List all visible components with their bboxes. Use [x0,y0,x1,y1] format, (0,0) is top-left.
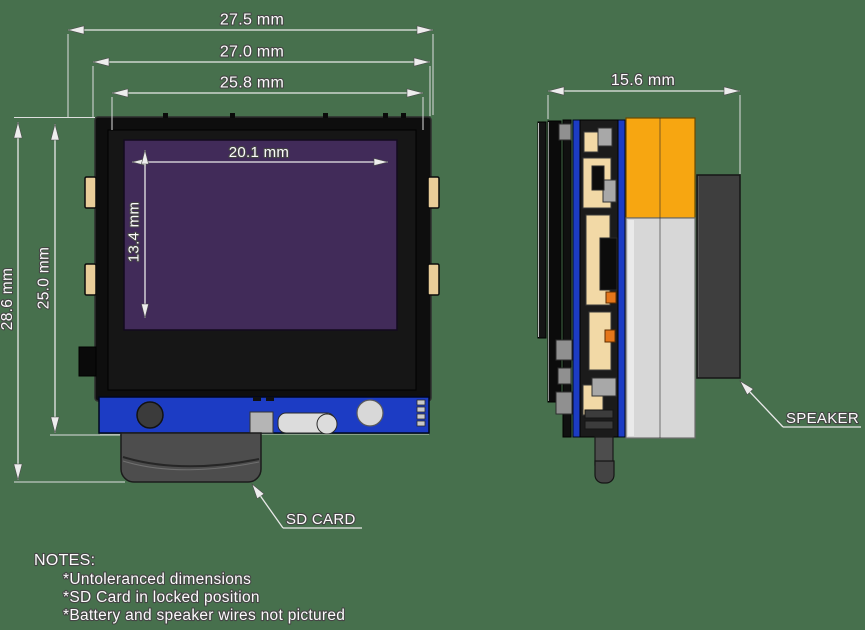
leader-arrow-icon [251,483,265,500]
arrow-right-icon [406,88,425,98]
dim-label-depth: 15.6 mm [611,72,675,89]
dim-label-screen-height: 13.4 mm [126,202,143,262]
sd-card-front [120,432,262,483]
speaker-block [696,174,741,379]
side-button-left-bottom [84,263,97,296]
arrow-right-icon [416,25,435,35]
side-connector-bump [558,123,572,141]
frame-slab [562,119,572,438]
arrow-left-icon [110,88,129,98]
top-tick [230,113,235,118]
dimension-height-outer: 28.6 mm [0,117,125,483]
screen [123,139,398,331]
pcb-tick [266,397,274,401]
components-zone [579,119,619,438]
arrow-left-icon [66,25,85,35]
component-orange [604,329,616,343]
arrow-right-icon [723,86,742,96]
pcb-cutout-bump [316,413,338,435]
dim-label-width-bezel: 25.8 mm [220,75,284,92]
dim-label-width-outer: 27.5 mm [220,12,284,29]
pcb-connector [249,411,274,434]
power-switch-tab [78,346,97,377]
arrow-up-icon [13,120,23,139]
sd-card-ridge [122,456,260,468]
sd-card-label: SD CARD [286,511,356,528]
dimension-screen-height: 13.4 mm [124,149,149,319]
mounting-hole-light [356,399,384,427]
component-connector-row [584,420,614,430]
side-button-right-bottom [427,263,440,296]
arrow-left-icon [91,57,110,67]
top-tick [323,113,328,118]
dim-label-height-body: 25.0 mm [36,247,53,309]
note-item: *Untoleranced dimensions [63,571,251,588]
mounting-hole-dark [136,401,164,429]
dim-label-screen-width: 20.1 mm [229,144,289,161]
side-connector-bump [555,391,573,415]
top-tick [163,113,168,118]
speaker-callout: SPEAKER [739,380,861,428]
contact-pad [416,413,426,420]
dimension-depth: 15.6 mm [546,71,742,174]
dimension-width-outer: 27.5 mm [66,10,435,117]
arrow-down-icon [50,416,60,435]
component-gray [591,377,617,397]
contact-pad [416,420,426,427]
arrow-down-icon [13,463,23,482]
side-view [537,117,741,484]
component-gray [597,127,613,147]
arrow-down-icon [141,303,149,319]
battery-top [625,117,696,219]
dimension-width-bezel: 25.8 mm [110,73,425,130]
top-tick [401,113,406,118]
leader-line [260,495,284,529]
sd-card-callout: SD CARD [251,483,362,529]
notes-title: NOTES: [34,552,95,569]
bezel-slab [537,121,547,339]
component-connector-row [584,409,614,419]
notes-block: NOTES: *Untoleranced dimensions *SD Card… [33,551,346,625]
side-button-left-top [84,176,97,209]
pcb-tick [253,397,261,401]
leader-line [749,391,784,428]
note-item: *SD Card in locked position [63,589,260,606]
sd-card-side-foot [594,460,615,484]
dimension-width-body: 27.0 mm [91,42,432,117]
dimension-height-body: 25.0 mm [34,122,120,436]
side-connector-bump [555,339,573,361]
component-orange [605,291,617,304]
arrow-up-icon [50,122,60,141]
component-gray [602,179,617,203]
contact-pad [416,406,426,413]
top-edge-ticks [163,113,406,118]
arrow-up-icon [141,149,149,165]
contact-pad [416,399,426,406]
top-tick [383,113,388,118]
pcb-contact-pads [416,399,426,427]
arrow-right-icon [413,57,432,67]
note-item: *Battery and speaker wires not pictured [63,607,345,624]
side-connector-bump [557,367,572,385]
pcb-edge-right [617,119,626,438]
arrow-left-icon [546,86,565,96]
dim-label-height-outer: 28.6 mm [0,268,16,330]
pcb-edge-left [572,119,581,438]
battery-body [625,217,696,439]
sd-card-ridge-highlight [122,460,260,471]
side-button-right-top [427,176,440,209]
speaker-label: SPEAKER [786,410,859,427]
component-tan [583,131,599,153]
arrow-right-icon [373,158,389,166]
component-chip [599,237,618,291]
dim-label-width-body: 27.0 mm [220,44,284,61]
battery-highlight [628,220,634,436]
front-view [78,113,440,483]
component-chip [591,165,605,191]
